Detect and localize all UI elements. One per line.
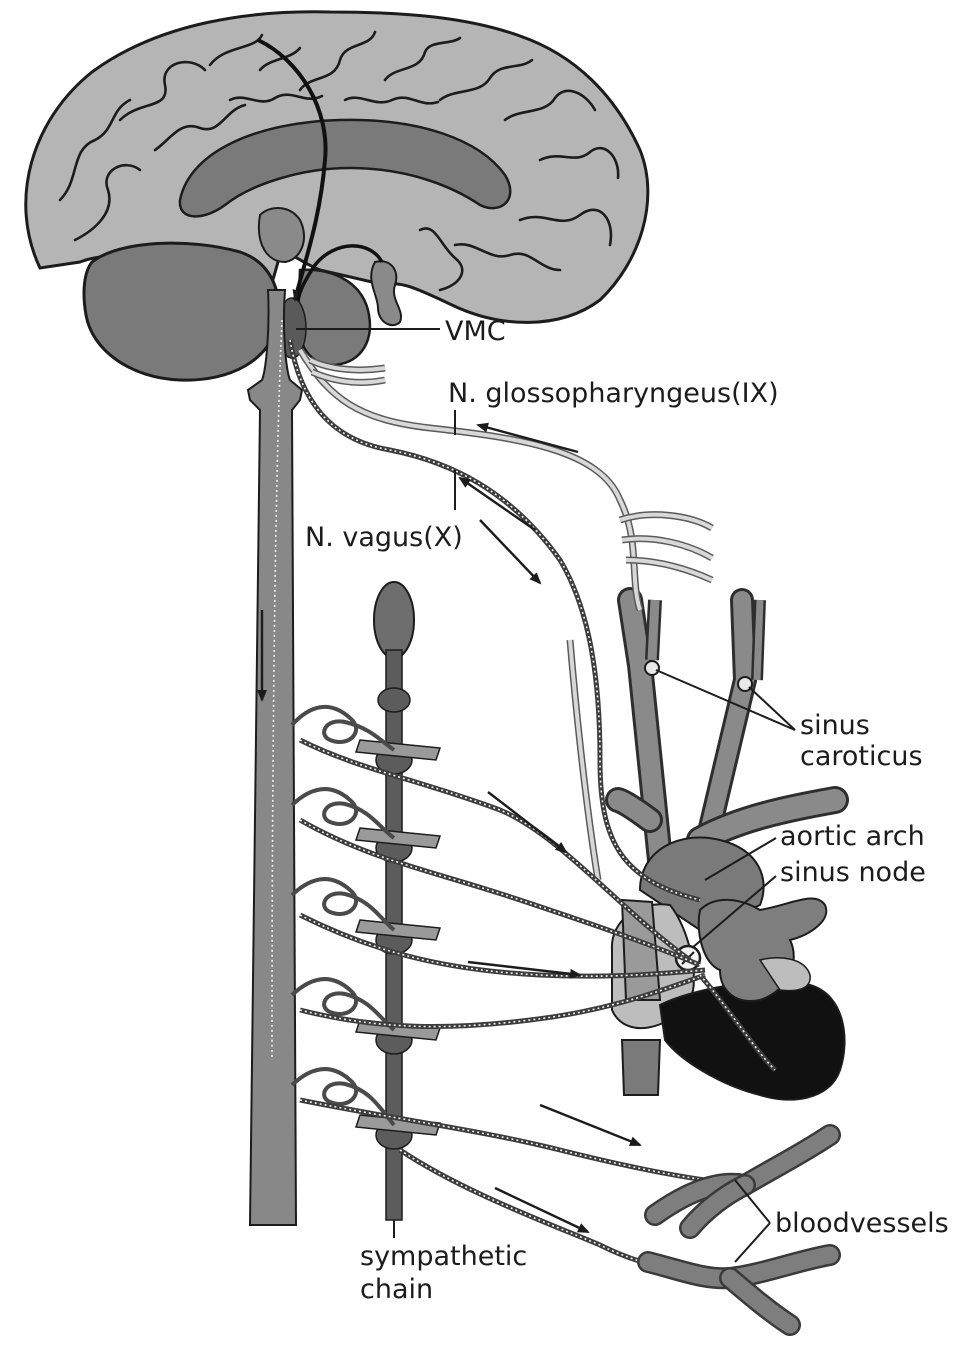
arrow-sympathetic-heart-1	[488, 792, 566, 852]
label-aortic-arch: aortic arch	[780, 821, 925, 852]
label-sinus-node: sinus node	[780, 857, 926, 888]
label-vmc: VMC	[445, 316, 506, 347]
arrow-x-efferent	[480, 520, 540, 583]
pons	[298, 270, 370, 365]
label-sinus-caroticus-1: sinus	[800, 710, 870, 741]
brain	[26, 12, 648, 380]
label-vagus: N. vagus(X)	[305, 522, 463, 553]
carotid-sinus-left	[645, 661, 659, 675]
inferior-vena-cava	[622, 1040, 660, 1095]
label-sympathetic-chain-2: chain	[360, 1274, 433, 1305]
label-bloodvessels: bloodvessels	[775, 1208, 949, 1239]
arrow-sympathetic-vessels-1	[540, 1105, 640, 1145]
label-glossopharyngeus: N. glossopharyngeus(IX)	[448, 378, 779, 409]
label-sympathetic-chain-1: sympathetic	[360, 1241, 527, 1272]
cerebellum	[84, 243, 279, 380]
arrow-x-afferent	[460, 478, 535, 530]
arrow-sympathetic-vessels-2	[495, 1188, 588, 1232]
label-sinus-caroticus-2: caroticus	[800, 741, 923, 772]
